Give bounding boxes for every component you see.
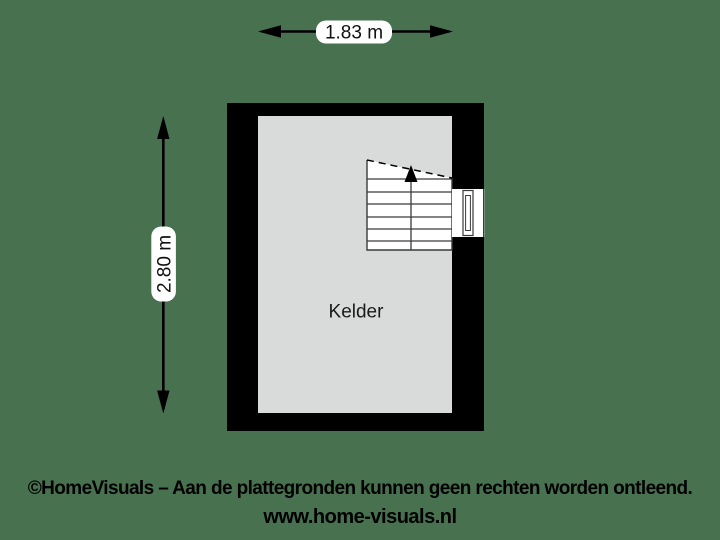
kelder-room-floor [258,116,452,413]
window-glazing [465,195,471,231]
width-dimension-label: 1.83 m [325,23,383,44]
stair-up-arrow-icon [404,165,418,182]
window [452,189,485,237]
width-dimension-label-box [316,20,392,44]
arrow-right-icon [430,25,453,38]
room-label: Kelder [329,302,385,323]
staircase-headroom-dashed-line [366,159,453,179]
footer-website: www.home-visuals.nl [263,506,457,528]
staircase [366,159,453,251]
arrow-up-icon [157,116,170,139]
width-dimension: 1.83 m [258,20,453,44]
height-dimension: 2.80 m [151,116,176,414]
arrow-left-icon [258,25,281,38]
footer-disclaimer: ©HomeVisuals – Aan de plattegronden kunn… [27,478,693,499]
height-dimension-label-box [151,226,176,302]
staircase-body [367,160,452,250]
height-dimension-label: 2.80 m [154,235,175,293]
staircase-steps [367,178,452,242]
floorplan: Kelder [227,103,485,431]
window-frame [462,189,474,237]
arrow-down-icon [157,390,170,414]
